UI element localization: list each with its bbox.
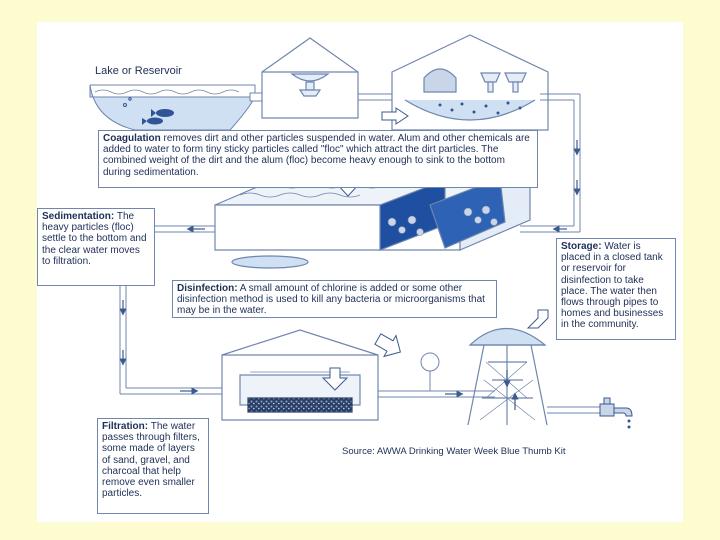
- filtration-text: The water passes through filters, some m…: [102, 421, 200, 499]
- filtration-house: [222, 330, 378, 420]
- storage-title: Storage:: [561, 241, 602, 252]
- distribution-pipe: [547, 407, 600, 413]
- filtration-title: Filtration:: [102, 421, 148, 432]
- storage-text: Water is placed in a closed tank or rese…: [561, 241, 663, 330]
- storage-pointer-arrow: [528, 310, 548, 328]
- filtration-callout: Filtration: The water passes through fil…: [97, 418, 209, 514]
- coagulation-house: [392, 35, 548, 130]
- disinfection-title: Disinfection:: [177, 283, 238, 294]
- lake-reservoir: [90, 85, 255, 130]
- storage-callout: Storage: Water is placed in a closed tan…: [556, 238, 676, 340]
- faucet-icon: [600, 398, 632, 416]
- source-credit: Source: AWWA Drinking Water Week Blue Th…: [342, 446, 566, 457]
- chemical-feed-house: [262, 38, 358, 118]
- sedimentation-title: Sedimentation:: [42, 211, 114, 222]
- coagulation-title: Coagulation: [103, 133, 161, 144]
- sedimentation-basin: [215, 175, 530, 268]
- coagulation-text: removes dirt and other particles suspend…: [103, 133, 530, 178]
- sedimentation-callout: Sedimentation: The heavy particles (floc…: [37, 208, 155, 286]
- coagulation-callout: Coagulation removes dirt and other parti…: [98, 130, 538, 188]
- lake-label: Lake or Reservoir: [95, 66, 182, 77]
- water-drops: [628, 420, 631, 429]
- disinfection-callout: Disinfection: A small amount of chlorine…: [172, 280, 497, 318]
